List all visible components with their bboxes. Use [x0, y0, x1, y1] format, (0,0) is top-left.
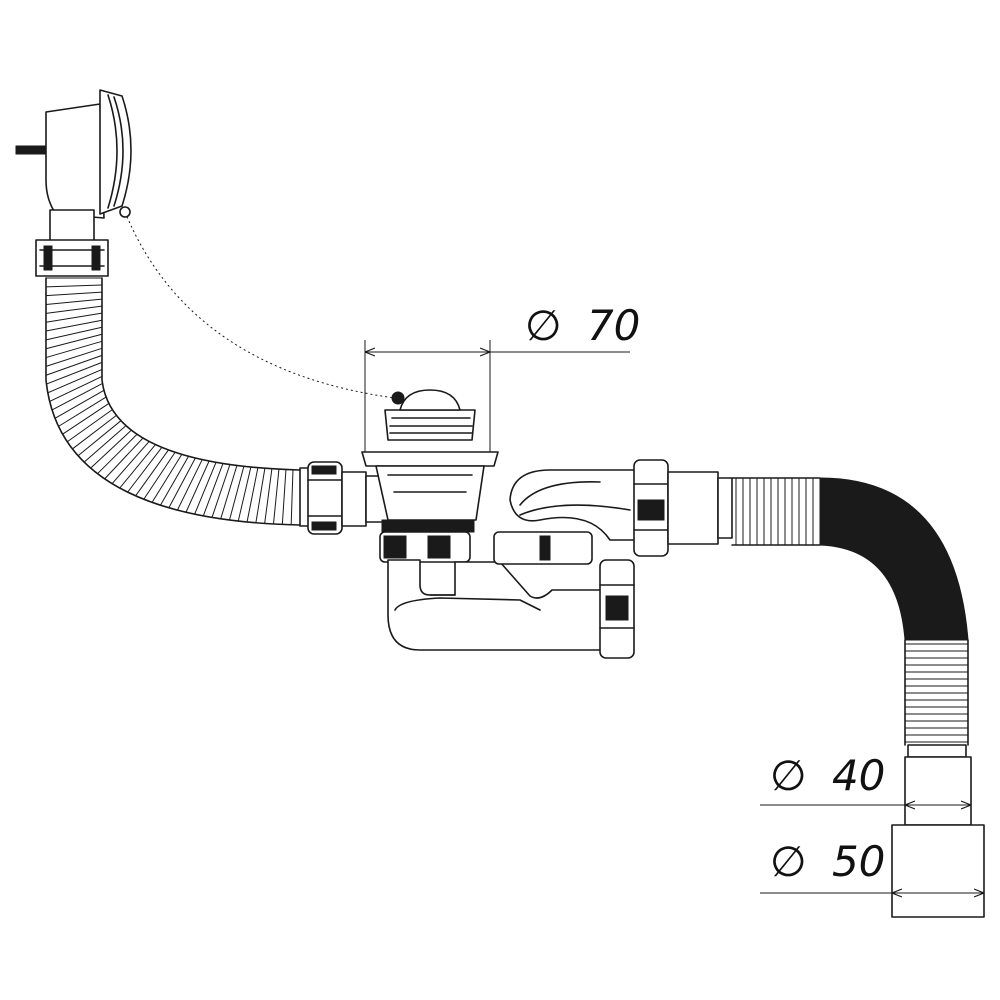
hose-rib [237, 466, 252, 522]
hose-rib [90, 429, 132, 469]
hose-rib [45, 291, 103, 297]
outlet-spigot-50 [891, 824, 985, 918]
hose-rib [45, 319, 103, 332]
d40-symbol: ∅ [770, 751, 807, 800]
hose-rib [176, 459, 203, 511]
d50-symbol: ∅ [770, 837, 807, 886]
dimension-d40: ∅ 40 [760, 751, 971, 805]
hose-rib [119, 444, 156, 489]
outlet-hose-dark-section [819, 477, 969, 641]
hose-rib [45, 326, 103, 341]
hose-connector-left [299, 461, 389, 535]
hose-rib [185, 460, 210, 513]
hose-rib [229, 466, 245, 521]
d70-value: 70 [587, 301, 640, 350]
hose-rib [45, 298, 103, 306]
d40-value: 40 [832, 751, 885, 800]
overflow-body [45, 103, 105, 219]
overflow-assembly [15, 89, 132, 277]
outlet-spigot [891, 744, 985, 918]
hose-rib [264, 468, 273, 524]
hose-rib [143, 451, 176, 500]
svg-text:∅ 70: ∅ 70 [525, 301, 640, 350]
hose-rib [45, 347, 103, 367]
hose-rib [62, 403, 110, 435]
hose-rib [54, 389, 105, 419]
hose-rib [211, 464, 231, 518]
d70-symbol: ∅ [525, 301, 562, 350]
hose-rib [83, 425, 127, 463]
hose-rib [159, 456, 190, 506]
hose-rib [58, 396, 107, 427]
hose-rib [45, 284, 103, 288]
hose-rib [127, 447, 163, 493]
overflow-rod [15, 145, 47, 155]
svg-text:∅ 40: ∅ 40 [770, 751, 885, 800]
trap-assembly [387, 459, 733, 659]
trap-u-bend [387, 559, 611, 651]
chain-anchor [119, 206, 131, 218]
hose-rib [46, 361, 103, 385]
hose-rib [47, 368, 103, 394]
hose-rib [194, 462, 217, 515]
hose-rib [97, 433, 138, 475]
hose-rib [45, 333, 103, 350]
overflow-corrugated-hose [45, 277, 301, 526]
overflow-cap [99, 89, 132, 215]
hose-rib [104, 437, 144, 480]
overflow-pipe [49, 209, 95, 243]
hose-rib [77, 420, 122, 457]
hose-rib [51, 383, 103, 411]
hose-rib [111, 441, 150, 484]
drain-plug [384, 409, 476, 441]
hose-rib [168, 457, 196, 509]
hose-rib [45, 340, 103, 359]
outlet-spigot-40 [904, 756, 972, 826]
hose-rib [49, 376, 103, 402]
hose-rib [290, 469, 294, 525]
hose-rib [135, 449, 169, 497]
hose-rib [255, 468, 266, 523]
hose-rib [45, 305, 103, 314]
hose-rib [151, 454, 183, 503]
hose-rib [45, 354, 103, 376]
drain-body [375, 465, 485, 521]
hose-rib [220, 465, 238, 519]
hose-rib [246, 467, 259, 523]
hose-rib [273, 469, 280, 525]
hose-rib [72, 414, 117, 450]
drain-flange [361, 451, 499, 467]
d50-value: 50 [832, 837, 885, 886]
svg-text:∅ 50: ∅ 50 [770, 837, 885, 886]
hose-rib [66, 409, 113, 443]
plug-chain [124, 211, 396, 399]
dimension-d50: ∅ 50 [760, 837, 984, 893]
hose-rib [281, 469, 287, 525]
dimension-d70: ∅ 70 [364, 301, 640, 452]
hose-rib [202, 463, 224, 517]
outlet-corrugated-hose [731, 477, 969, 746]
drain-assembly [361, 389, 499, 563]
hose-rib [45, 312, 103, 323]
